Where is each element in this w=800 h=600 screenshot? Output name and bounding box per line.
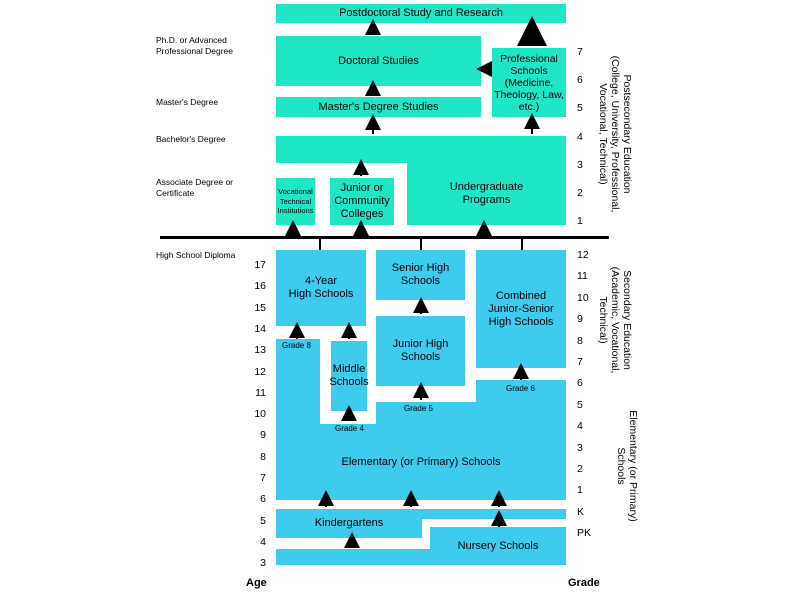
age-label: 15 [254,301,266,314]
grade-label: 9 [577,313,583,326]
age-label: 5 [260,514,266,527]
junior-college-box: Junior or Community Colleges [330,178,394,225]
grade-label: 8 [577,334,583,347]
age-label: 16 [254,280,266,293]
junior-high-schools-box: Junior High Schools [376,316,465,386]
age-label: 17 [254,259,266,271]
grade-5-caption: Grade 5 [404,404,433,413]
grade-label: 2 [577,463,583,475]
age-label: 8 [260,450,266,463]
age-label: 10 [254,408,266,421]
elementary-upper-right [476,380,566,402]
middle-schools-box: Middle Schools [329,341,369,411]
doctoral-box: Doctoral Studies [276,36,481,86]
grade-label: 12 [577,249,589,261]
grade-4-caption: Grade 4 [335,424,364,433]
phd-label: Ph.D. or Advanced Professional Degree [156,35,234,56]
postsecondary-year-label: 4 [577,130,583,143]
age-label: 11 [255,386,266,399]
masters-degree-label: Master's Degree [156,97,219,107]
grade-label: 1 [577,484,583,497]
age-label: 9 [260,429,266,442]
grade-6-caption: Grade 6 [506,384,535,393]
grade-8-caption: Grade 8 [282,341,311,350]
grade-label: 7 [577,356,583,368]
grade-label: 4 [577,420,583,433]
grade-label: 5 [577,398,583,411]
elementary-schools-box: Elementary (or Primary) Schools [276,424,566,500]
undergraduate-box: Undergraduate Programs [407,163,566,225]
postdoctoral-box: Postdoctoral Study and Research [276,4,566,23]
high-school-diploma-line [160,236,609,239]
postsecondary-year-label: 5 [577,102,583,115]
grade-label: PK [577,527,592,540]
combined-junior-senior-high-box: Combined Junior-Senior High Schools [476,250,566,368]
nursery-bottom-strip [276,549,430,565]
nursery-schools-box: Nursery Schools [430,527,566,565]
postsecondary-year-label: 7 [577,46,583,58]
age-label: 13 [254,344,266,357]
senior-high-schools-box: Senior High Schools [376,250,465,300]
four-year-high-schools-box: 4-Year High Schools [276,250,366,326]
undergraduate-band [276,136,566,163]
postsecondary-year-label: 3 [577,158,583,171]
grade-label: 10 [577,291,589,304]
professional-schools-box: Professional Schools (Medicine, Theology… [492,48,566,117]
postsecondary-year-label: 1 [577,215,583,228]
age-axis-title: Age [246,577,267,589]
grade-label: 3 [577,441,583,454]
postsecondary-year-label: 6 [577,74,583,87]
age-label: 3 [260,557,266,570]
grade-label: K [577,505,585,518]
bachelors-degree-label: Bachelor's Degree [156,134,226,144]
high-school-diploma-label: High School Diploma [156,250,236,260]
postsecondary-year-label: 2 [577,187,583,199]
elementary-mid-right [376,402,566,424]
age-label: 14 [254,322,266,335]
age-label: 4 [260,535,266,548]
age-label: 6 [260,493,266,506]
masters-box: Master's Degree Studies [276,97,481,117]
grade-label: 6 [577,377,583,390]
age-label: 7 [260,472,266,484]
kindergartens-box: Kindergartens [276,509,422,538]
associate-degree-label: Associate Degree or Certificate [156,177,234,198]
age-label: 12 [254,365,266,378]
vocational-technical-box: Vocational Technical Institutions [276,178,315,225]
grade-axis-title: Grade [568,577,600,589]
grade-label: 11 [577,270,588,283]
